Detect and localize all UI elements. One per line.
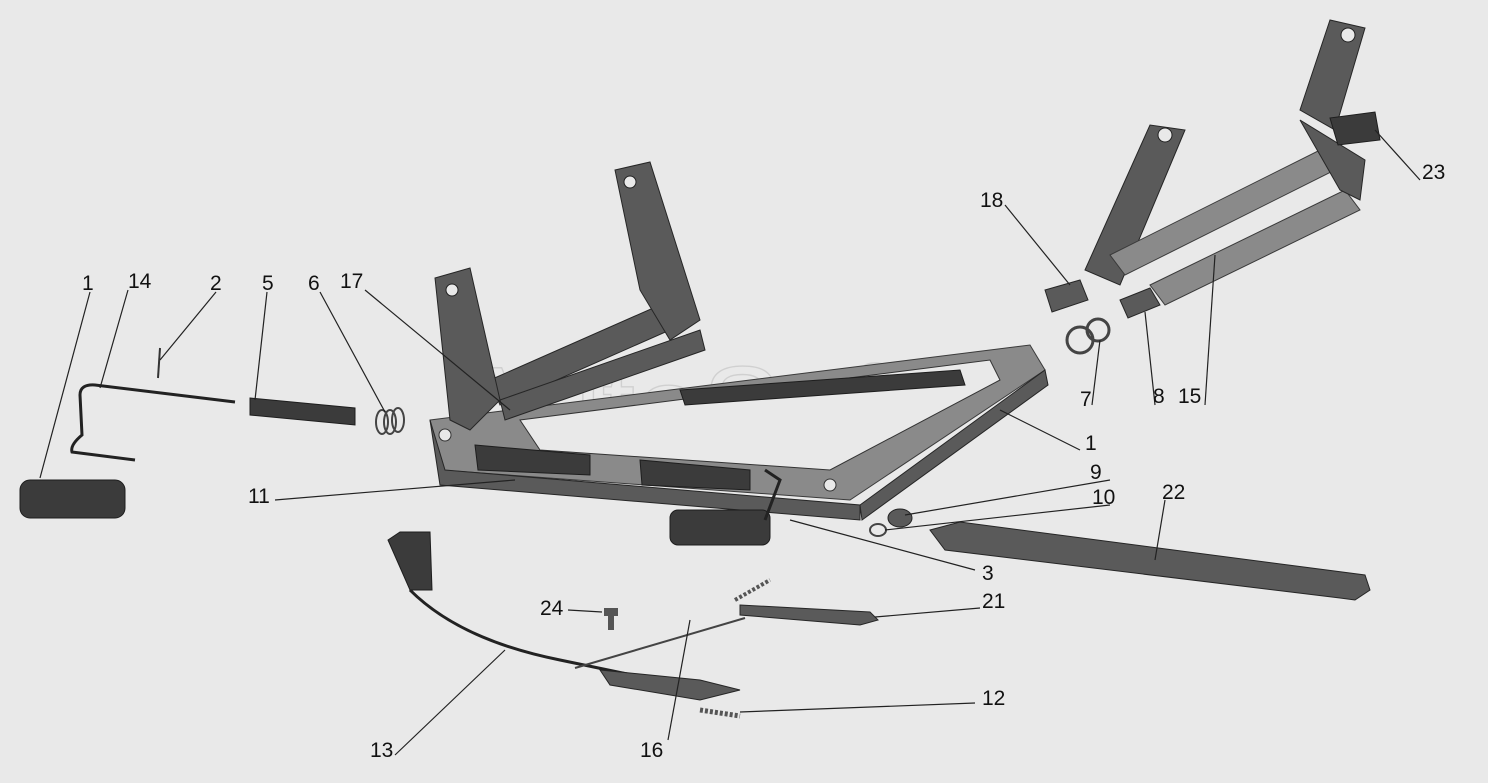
- callout-7: 7: [1080, 388, 1092, 411]
- leader-lines: [39, 129, 1421, 756]
- callout-2: 2: [210, 272, 222, 295]
- callout-labels: 1 14 2 5 6 17 18 23 7 8 15 1 9 10 22 11 …: [82, 161, 1445, 762]
- callout-5: 5: [262, 272, 274, 295]
- callout-22: 22: [1162, 481, 1185, 504]
- part-18-pin: [1044, 279, 1089, 313]
- callout-8: 8: [1153, 385, 1165, 408]
- part-5-sleeve: [249, 397, 356, 426]
- part-8-bushing: [1119, 287, 1161, 319]
- callout-16: 16: [640, 739, 663, 762]
- callout-9: 9: [1090, 461, 1102, 484]
- part-12-spring: [699, 707, 741, 719]
- callout-15: 15: [1178, 385, 1201, 408]
- callout-10: 10: [1092, 486, 1115, 509]
- callout-4: 1: [82, 272, 94, 295]
- part-14-crank-handle: [70, 383, 236, 462]
- callout-14: 14: [128, 270, 152, 293]
- callout-18: 18: [980, 189, 1003, 212]
- callout-13: 13: [370, 739, 393, 762]
- callout-12: 12: [982, 687, 1005, 710]
- callout-11: 11: [248, 485, 270, 508]
- part-22-slide-rail: [929, 521, 1371, 601]
- part-21-spring: [734, 578, 771, 602]
- callout-24: 24: [540, 597, 564, 620]
- callout-6: 6: [308, 272, 320, 295]
- part-3-front-handle: [669, 509, 771, 546]
- part-3-handle-rod: [763, 468, 782, 521]
- callout-23: 23: [1422, 161, 1445, 184]
- callout-1: 1: [1085, 432, 1097, 455]
- callout-3: 3: [982, 562, 994, 585]
- part-16-rod: [574, 617, 746, 669]
- part-10-washer: [869, 523, 887, 537]
- part-21-latch-plate: [739, 604, 879, 626]
- part-13-release-lever: [387, 531, 741, 701]
- rear-bracket-assembly: [1084, 19, 1381, 306]
- callout-17: 17: [340, 270, 363, 293]
- part-2-key-pin: [157, 347, 161, 379]
- part-4-handle-grip: [19, 479, 126, 519]
- part-24-screw: [604, 608, 618, 630]
- seat-frame-assembly: [429, 161, 1049, 521]
- callout-21: 21: [982, 590, 1005, 613]
- part-9-spacer: [887, 508, 913, 528]
- part-6-spring: [375, 407, 405, 435]
- part-7-retaining-rings: [1065, 317, 1111, 355]
